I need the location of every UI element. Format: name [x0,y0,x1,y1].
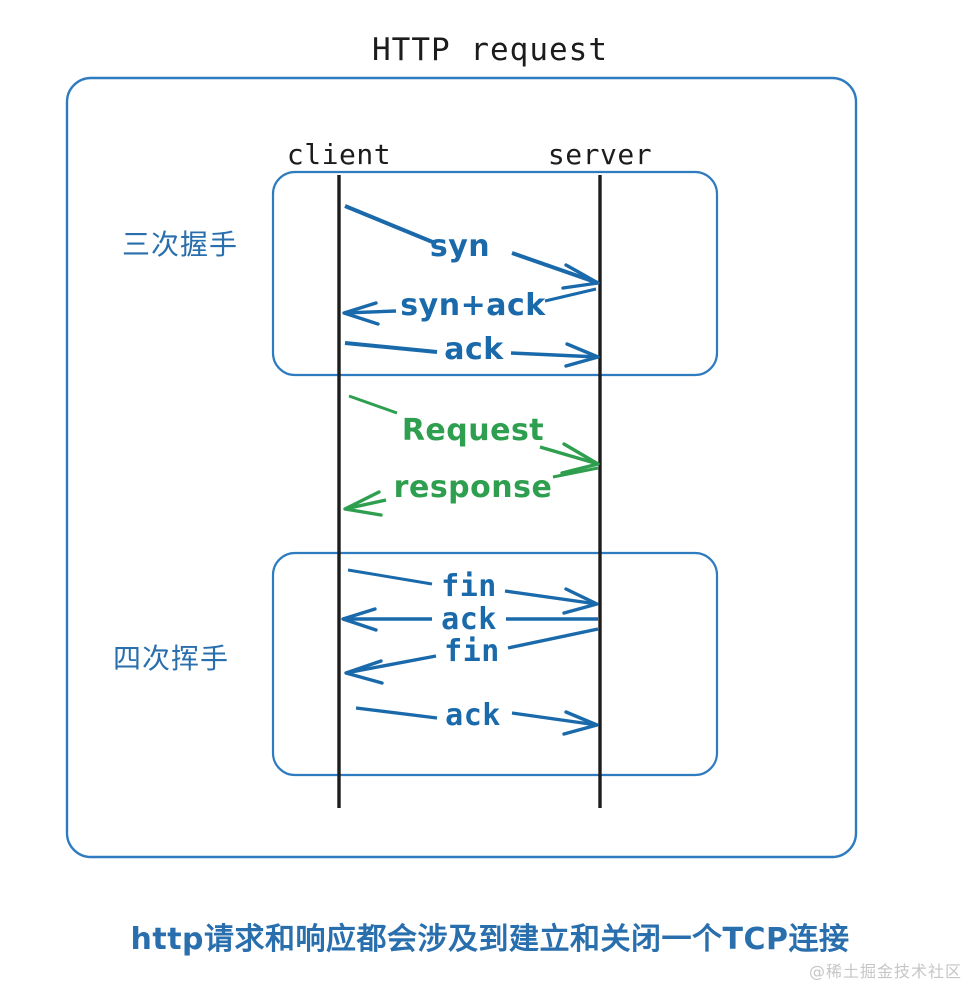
arrow-fin-client [347,568,599,615]
diagram-caption: http请求和响应都会涉及到建立和关闭一个TCP连接 [130,922,850,957]
arrow-syn-ack [342,287,597,326]
arrow-ack-server [341,607,598,632]
message-label-syn: syn [429,229,491,264]
arrow-ack-final [355,706,599,736]
message-label-fin-client: fin [441,569,497,604]
message-label-ack-final: ack [445,698,501,733]
lifeline-label-client: client [286,138,392,171]
outer-frame [65,76,858,859]
page-title: HTTP request [372,32,608,68]
message-label-syn-ack: syn+ack [400,288,546,323]
arrow-ack-handshake [344,341,600,368]
message-label-request: Request [401,413,545,448]
arrow-response [343,466,599,517]
teardown-group-box [271,551,719,777]
message-label-ack-handshake: ack [444,332,504,367]
lifeline-label-server: server [547,138,653,171]
message-label-response: response [393,470,553,505]
handshake-group-box [271,170,719,377]
arrow-fin-server [344,627,599,685]
watermark: @稀土掘金技术社区 [808,962,962,981]
message-label-fin-server: fin [444,634,500,669]
phase-label-teardown: 四次挥手 [113,642,230,675]
message-label-ack-server: ack [441,602,497,637]
arrow-syn [344,204,600,290]
arrow-request [348,394,600,475]
phase-label-handshake: 三次握手 [122,228,239,261]
